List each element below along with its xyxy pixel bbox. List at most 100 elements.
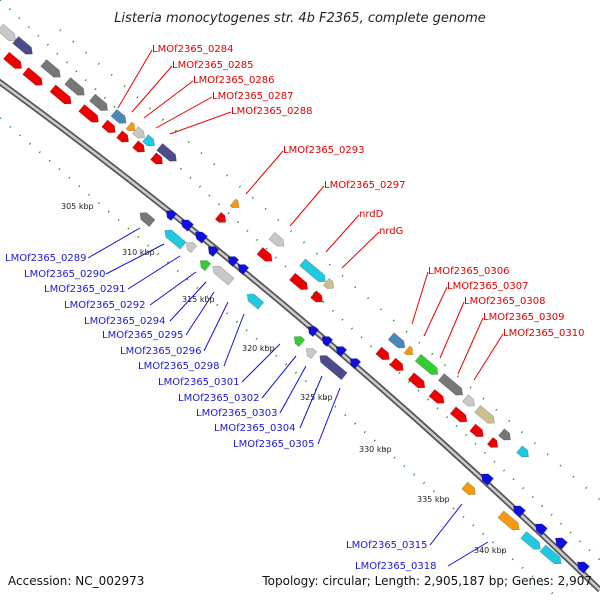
gene-label: LMOf2365_0310 (503, 328, 585, 339)
leader-line (429, 503, 463, 546)
gene-label: LMOf2365_0308 (464, 296, 546, 307)
kbp-label: 305 kbp (61, 202, 94, 211)
gene-label: LMOf2365_0291 (44, 284, 126, 295)
gc-dots-inner (0, 117, 561, 600)
gene-feature (132, 140, 145, 153)
gene-feature (214, 211, 227, 223)
gene-label: LMOf2365_0304 (214, 423, 296, 434)
gene-feature (246, 293, 265, 310)
gene-label: LMOf2365_0302 (178, 393, 260, 404)
leader-line (411, 271, 429, 325)
kbp-label: 325 kbp (300, 393, 333, 402)
reverse-labels: LMOf2365_0289 LMOf2365_0290 LMOf2365_029… (5, 253, 437, 572)
leader-line (299, 375, 323, 429)
gene-feature (101, 119, 116, 134)
gene-feature (207, 246, 220, 258)
gene-feature (293, 336, 306, 348)
gene-feature (461, 481, 476, 496)
gene-feature (414, 353, 439, 375)
gene-feature (516, 445, 529, 458)
gene-feature (22, 67, 43, 86)
gene-feature (539, 544, 562, 565)
gene-feature (199, 260, 212, 272)
leader-line (279, 365, 307, 414)
gene-feature (513, 505, 526, 518)
leader-line (117, 49, 153, 109)
gene-label: LMOf2365_0305 (233, 439, 315, 450)
gene-feature (387, 332, 406, 349)
gene-label: LMOf2365_0290 (24, 269, 106, 280)
reverse-strand-genes (139, 210, 590, 574)
gene-feature (132, 126, 145, 139)
gene-feature (139, 212, 156, 228)
gene-feature (449, 406, 468, 423)
forward-labels: LMOf2365_0284 LMOf2365_0285 LMOf2365_028… (152, 44, 585, 339)
gene-feature (181, 219, 194, 232)
gene-feature (403, 345, 414, 356)
kbp-label: 340 kbp (474, 546, 507, 555)
gene-feature (498, 428, 511, 441)
gene-feature (335, 346, 348, 358)
leader-line (473, 333, 504, 381)
gene-label: LMOf2365_0285 (172, 60, 254, 71)
leader-line (317, 387, 341, 445)
kbp-label: 335 kbp (417, 495, 450, 504)
kbp-label: 310 kbp (122, 248, 155, 257)
gene-feature (142, 134, 155, 147)
leader-line (169, 281, 207, 322)
gene-feature (299, 258, 326, 283)
leader-line (341, 231, 380, 269)
gene-label: LMOf2365_0288 (231, 106, 313, 117)
gene-label: LMOf2365_0292 (64, 300, 146, 311)
leader-line (245, 150, 284, 195)
gene-feature (229, 198, 240, 209)
gene-feature (12, 36, 33, 55)
map-title: Listeria monocytogenes str. 4b F2365, co… (114, 11, 486, 26)
leader-line (149, 271, 197, 306)
accession-text: Accession: NC_002973 (8, 574, 144, 588)
gene-label: nrdG (379, 226, 403, 237)
gene-feature (481, 473, 494, 486)
gene-feature (305, 348, 318, 360)
gene-feature (310, 290, 323, 303)
gene-label: nrdD (359, 209, 384, 220)
gene-feature (150, 152, 163, 165)
leader-line (439, 301, 465, 359)
gene-feature (462, 394, 475, 407)
gene-label: LMOf2365_0298 (138, 361, 220, 372)
leader-line (423, 286, 448, 337)
leader-line (127, 255, 181, 290)
gene-feature (195, 231, 208, 244)
gene-feature (319, 355, 348, 381)
kbp-ticks: 305 kbp 310 kbp 315 kbp 320 kbp 325 kbp … (61, 202, 507, 555)
gene-feature (307, 326, 320, 338)
gene-feature (156, 143, 177, 162)
gene-feature (322, 277, 335, 289)
leader-line (447, 541, 489, 567)
gene-feature (349, 358, 362, 370)
gene-feature (437, 373, 464, 396)
gene-label: LMOf2365_0301 (158, 377, 240, 388)
leader-line (185, 291, 215, 336)
gene-feature (89, 93, 109, 111)
gene-feature (375, 346, 390, 361)
gene-feature (407, 372, 426, 389)
gene-label: LMOf2365_0309 (483, 312, 565, 323)
gene-label: LMOf2365_0307 (447, 281, 529, 292)
gene-label: LMOf2365_0289 (5, 253, 87, 264)
gene-feature (474, 405, 495, 424)
leader-line (169, 111, 232, 135)
gene-label: LMOf2365_0286 (193, 75, 275, 86)
gene-feature (116, 130, 129, 143)
label-leader-lines (87, 49, 504, 567)
gene-label: LMOf2365_0303 (196, 408, 278, 419)
leader-line (289, 185, 325, 227)
gene-label: LMOf2365_0315 (346, 540, 428, 551)
leader-line (223, 313, 245, 367)
leader-line (143, 80, 194, 119)
kbp-label: 315 kbp (182, 295, 215, 304)
gene-feature (212, 265, 235, 286)
gene-feature (3, 51, 23, 69)
gene-feature (497, 510, 520, 531)
